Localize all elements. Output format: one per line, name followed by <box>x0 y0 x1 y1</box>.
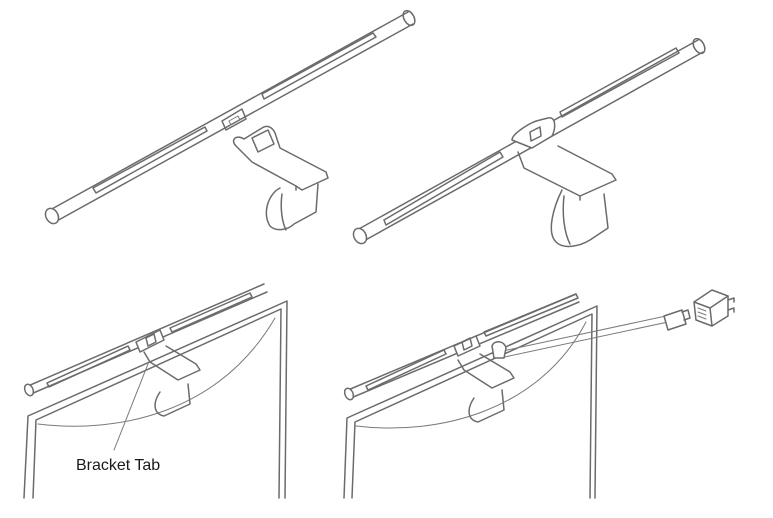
monitor-clip <box>232 125 329 231</box>
bracket-tab-callout <box>113 363 149 451</box>
panel-1-bar-and-clip <box>44 9 416 231</box>
light-bar <box>343 293 580 401</box>
usb-cable <box>491 309 691 359</box>
monitor-clip <box>143 345 201 417</box>
bracket-tab-label: Bracket Tab <box>76 457 161 474</box>
monitor-clip <box>457 353 515 423</box>
light-bar <box>352 37 706 245</box>
monitor-frame <box>343 305 598 499</box>
panel-2-bar-attached <box>352 37 706 248</box>
panel-3-mounted <box>23 283 288 499</box>
light-bar <box>44 9 416 225</box>
light-bar <box>23 283 268 397</box>
monitor-clip <box>517 145 617 248</box>
panel-4-powered <box>343 289 735 499</box>
monitor-frame <box>23 300 288 499</box>
power-adapter <box>693 289 735 327</box>
